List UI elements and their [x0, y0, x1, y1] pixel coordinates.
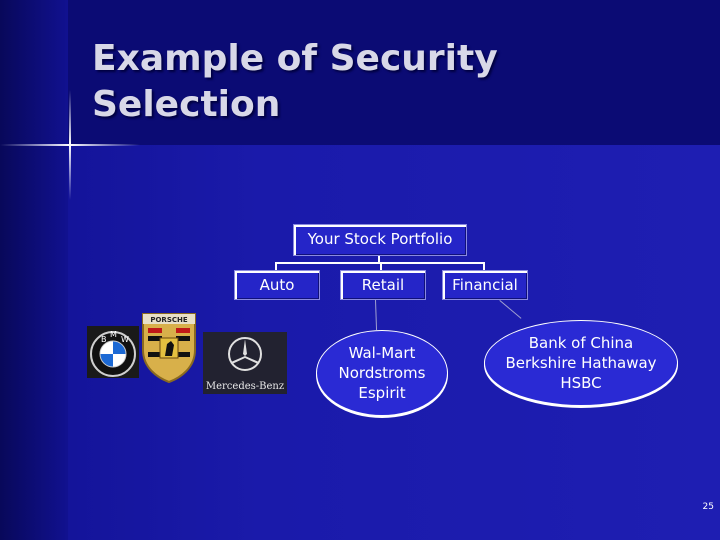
porsche-wordmark: PORSCHE [150, 316, 188, 324]
bmw-letter: M [110, 330, 117, 339]
bmw-letter: W [121, 335, 129, 344]
retail-example: Nordstroms [338, 364, 426, 382]
slide-title: Example of Security Selection [92, 36, 652, 128]
retail-examples-oval: Wal-Mart Nordstroms Espirit [316, 330, 448, 416]
retail-pointer-line [375, 300, 378, 331]
retail-example: Wal-Mart [348, 344, 416, 362]
connector-financial [483, 262, 485, 270]
financial-example: Berkshire Hathaway [505, 354, 657, 372]
connector-retail [380, 262, 382, 270]
mercedes-logo: Mercedes-Benz [203, 332, 287, 394]
porsche-logo: PORSCHE [140, 310, 198, 384]
title-line-1: Example of Security [92, 38, 498, 79]
financial-example: Bank of China [528, 334, 634, 352]
connector-root-down [378, 254, 380, 262]
category-retail-box: Retail [340, 270, 426, 300]
connector-auto [275, 262, 277, 270]
sparkle-vertical [69, 90, 71, 200]
financial-examples-oval: Bank of China Berkshire Hathaway HSBC [484, 320, 678, 406]
title-line-2: Selection [92, 84, 281, 125]
retail-example: Espirit [358, 384, 406, 402]
portfolio-root-box: Your Stock Portfolio [293, 224, 467, 256]
page-number: 25 [702, 502, 714, 512]
financial-pointer-line [499, 300, 522, 319]
category-financial-box: Financial [442, 270, 528, 300]
mercedes-wordmark: Mercedes-Benz [205, 381, 285, 392]
bmw-logo: B M W [87, 326, 139, 378]
left-band [0, 0, 68, 540]
financial-example: HSBC [560, 374, 602, 392]
category-auto-box: Auto [234, 270, 320, 300]
bmw-letter: B [101, 335, 107, 344]
